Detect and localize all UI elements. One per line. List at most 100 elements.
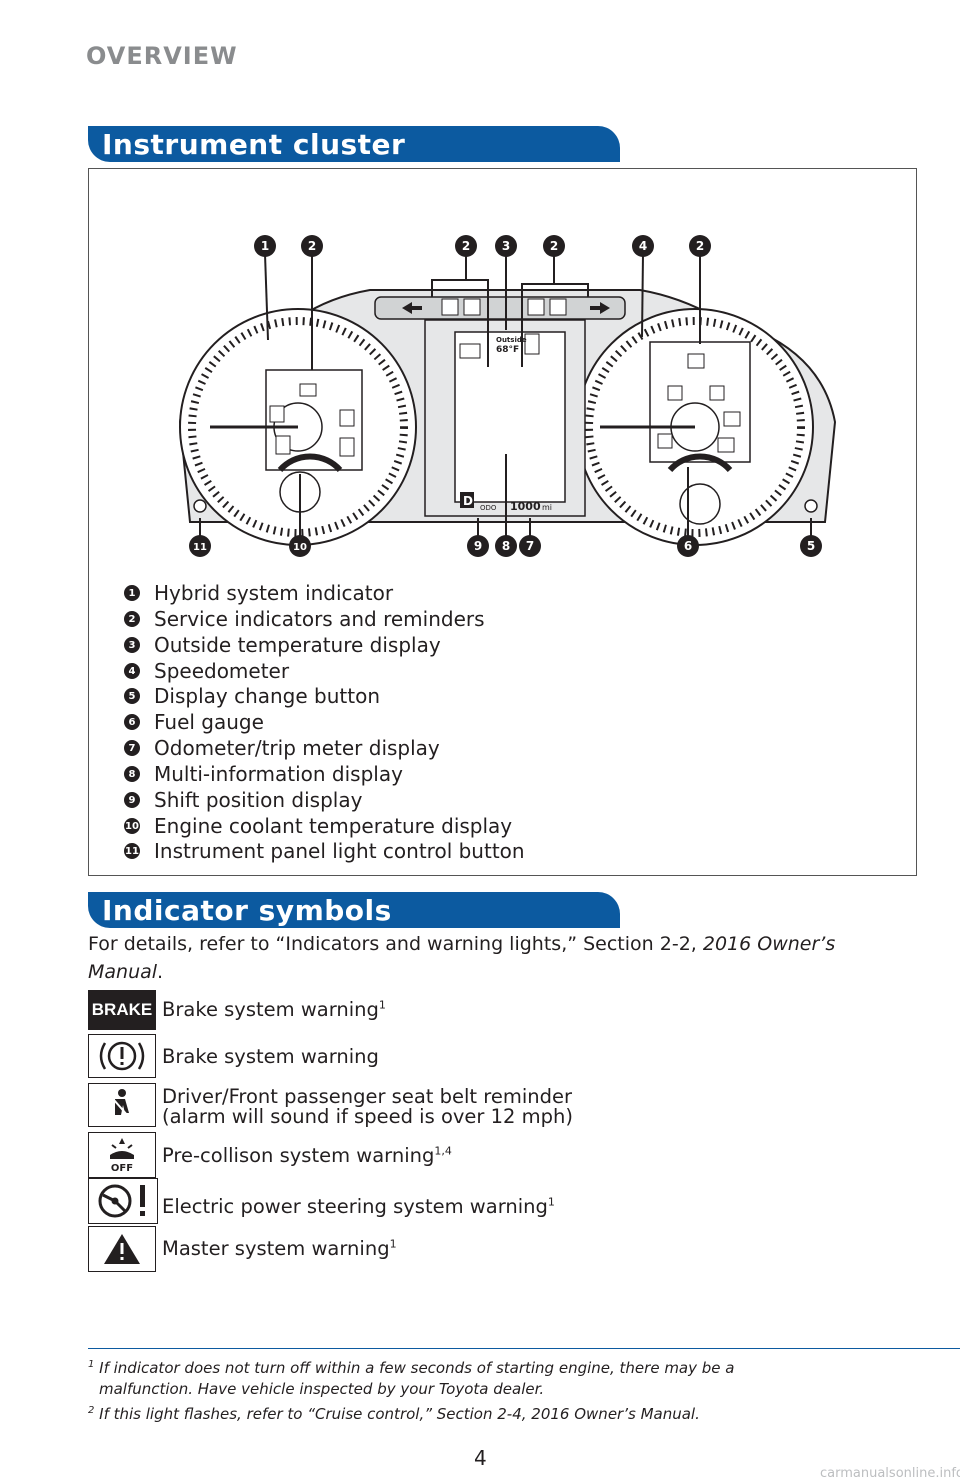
indicator-label: Driver/Front passenger seat belt reminde… xyxy=(162,1087,573,1127)
callout-number: 3 xyxy=(502,239,510,253)
indicator-label-text: Electric power steering system warning xyxy=(162,1195,548,1218)
indicator-label-text: Driver/Front passenger seat belt reminde… xyxy=(162,1085,573,1108)
indicator-label-text: (alarm will sound if speed is over 12 mp… xyxy=(162,1105,573,1128)
indicator-label: Brake system warning1 xyxy=(162,998,386,1021)
odometer-value: 1000 xyxy=(510,500,541,513)
callout-number: 2 xyxy=(462,239,470,253)
legend-label: Speedometer xyxy=(154,659,290,683)
footnote-ref: 1,4 xyxy=(434,1144,452,1158)
callout-number: 11 xyxy=(193,542,207,553)
instrument-cluster-title: Instrument cluster xyxy=(102,128,406,161)
indicator-label-text: Master system warning xyxy=(162,1237,390,1260)
indicator-label: Master system warning1 xyxy=(162,1237,397,1260)
indicator-label: Pre-collison system warning1,4 xyxy=(162,1144,452,1167)
coolant-scale xyxy=(277,453,343,473)
indicator-intro: For details, refer to “Indicators and wa… xyxy=(88,930,888,986)
indicator-lamp xyxy=(441,298,459,316)
callout-badge xyxy=(632,235,654,257)
shift-position-letter: D xyxy=(463,494,473,508)
callout-badge xyxy=(467,535,489,557)
service-lamp xyxy=(275,435,291,455)
callout-badge xyxy=(301,235,323,257)
callout-number: 6 xyxy=(684,539,692,553)
legend-item: 7 Odometer/trip meter display xyxy=(124,735,440,761)
legend-number: 6 xyxy=(124,714,140,730)
footnote-number: 1 xyxy=(88,1359,95,1370)
legend-number: 8 xyxy=(124,766,140,782)
service-lamp xyxy=(299,383,317,397)
odo-label: ODO xyxy=(480,504,497,512)
callout-number: 7 xyxy=(526,539,534,553)
section-heading: OVERVIEW xyxy=(86,42,238,70)
legend-label: Outside temperature display xyxy=(154,633,441,657)
display-lamp xyxy=(459,343,481,359)
page-number: 4 xyxy=(474,1446,487,1470)
legend-item: 8 Multi-information display xyxy=(124,761,403,787)
footnote-1-continued: malfunction. Have vehicle inspected by y… xyxy=(88,1379,948,1400)
footnote-ref: 1 xyxy=(547,1195,555,1209)
callout-number: 8 xyxy=(502,539,510,553)
callout-badge xyxy=(254,235,276,257)
legend-number: 2 xyxy=(124,611,140,627)
footnote-text: malfunction. Have vehicle inspected by y… xyxy=(99,1380,545,1398)
indicator-lamp xyxy=(549,298,567,316)
outside-temperature-value: 68°F xyxy=(496,345,519,355)
pre-collision-off-icon: OFF xyxy=(88,1132,156,1178)
footnote-ref: 1 xyxy=(378,998,386,1012)
callout-badge xyxy=(543,235,565,257)
callout-number: 2 xyxy=(550,239,558,253)
intro-text: For details, refer to “Indicators and wa… xyxy=(88,933,703,955)
indicator-label-text: Brake system warning xyxy=(162,1045,379,1068)
shift-indicator-box xyxy=(460,492,474,508)
legend-label: Instrument panel light control button xyxy=(154,839,525,863)
service-lamp xyxy=(269,405,285,423)
legend-label: Odometer/trip meter display xyxy=(154,736,440,760)
callout-badge xyxy=(189,535,211,557)
indicator-lamp xyxy=(463,298,481,316)
indicator-label-text: Brake system warning xyxy=(162,998,379,1021)
panel-light-control-button xyxy=(193,499,207,513)
callout-badge xyxy=(689,235,711,257)
display-lamp xyxy=(524,333,540,355)
callout-line xyxy=(466,279,489,367)
callout-number: 10 xyxy=(293,542,307,553)
service-lamp xyxy=(667,385,683,401)
master-warning-triangle-icon xyxy=(88,1226,156,1272)
left-gauge-service-area xyxy=(265,369,363,471)
legend-number: 4 xyxy=(124,663,140,679)
callout-number: 5 xyxy=(807,539,815,553)
footnote-ref: 1 xyxy=(389,1237,397,1251)
footnote-1: 1 If indicator does not turn off within … xyxy=(88,1354,948,1379)
legend-number: 1 xyxy=(124,585,140,601)
watermark: carmanualsonline.info xyxy=(820,1466,960,1481)
service-lamp xyxy=(687,353,705,369)
legend-label: Display change button xyxy=(154,684,381,708)
footnote-number: 2 xyxy=(88,1405,95,1416)
display-change-button xyxy=(804,499,818,513)
seatbelt-icon xyxy=(88,1083,156,1127)
legend-label: Multi-information display xyxy=(154,762,403,786)
indicator-label-text: Pre-collison system warning xyxy=(162,1144,435,1167)
footnotes: 1 If indicator does not turn off within … xyxy=(88,1354,948,1425)
callout-badge xyxy=(495,235,517,257)
callout-number: 9 xyxy=(474,539,482,553)
legend-number: 9 xyxy=(124,792,140,808)
speedometer-ticks xyxy=(585,317,805,537)
indicator-symbols-title: Indicator symbols xyxy=(102,894,392,927)
service-lamp xyxy=(709,385,725,401)
odometer-unit: mi xyxy=(542,503,552,512)
steering-wheel-warning-icon xyxy=(88,1178,158,1224)
legend-item: 4 Speedometer xyxy=(124,658,289,684)
legend-number: 7 xyxy=(124,740,140,756)
fuel-scale xyxy=(667,453,733,473)
instrument-cluster-illustration: Outside 68°F D ODO 1000 mi 1 2 2 3 2 xyxy=(178,235,837,557)
indicator-symbols-banner: Indicator symbols xyxy=(88,892,620,928)
brake-text-icon: BRAKE xyxy=(88,990,156,1030)
owners-manual-reference: 2016 Owner’s Manual xyxy=(88,933,836,983)
callout-line xyxy=(521,254,555,367)
